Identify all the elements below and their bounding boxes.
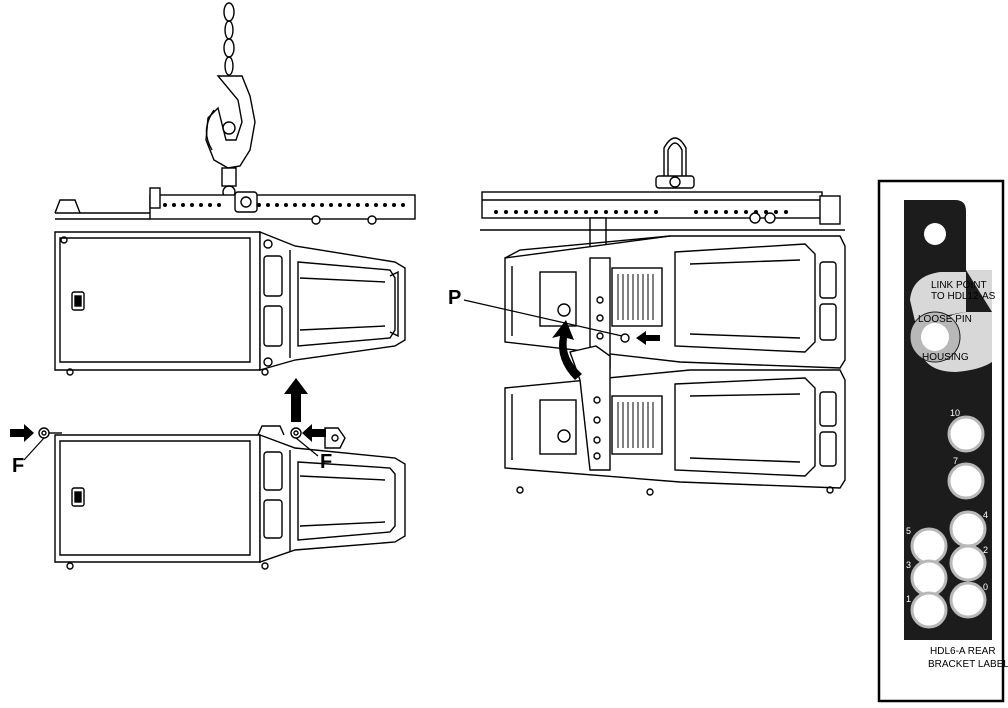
speaker-upper-angled [504,235,846,369]
link-point-line2: TO HDL12-AS [931,291,996,302]
link-point-line1: LINK POINT [931,280,987,291]
hole-2 [949,544,987,582]
hole-label-5: 5 [906,526,911,536]
speaker-lower-angled [504,345,846,496]
hole-label-7: 7 [953,456,958,466]
loose-pin-line2: HOUSING [922,352,969,363]
arrow-left-f-right [302,424,326,442]
rigging-bar-left [54,187,416,225]
hole-label-4: 4 [983,510,988,520]
loose-pin-line1: LOOSE PIN [918,314,972,325]
hole-label-0: 0 [983,582,988,592]
caption-line1: HDL6-A REAR [930,646,996,657]
hole-7 [947,462,985,500]
middle-rigging-assembly [463,137,846,496]
up-arrow [284,378,308,422]
hole-label-2: 2 [983,545,988,555]
hole-label-3: 3 [906,560,911,570]
speaker-cabinet-bottom [38,425,406,570]
arrow-right-f-left [10,424,34,442]
hole-5 [910,527,948,565]
arrow-left-p [636,331,660,345]
hole-0 [949,581,987,619]
leader-p [463,299,623,337]
numbered-holes [910,415,987,629]
rigging-bar-middle [480,191,845,259]
top-hole [924,223,946,245]
hole-3 [910,559,948,597]
label-f-left: F [12,455,24,477]
crane-hook [205,75,256,199]
hole-10 [947,415,985,453]
left-rigging-assembly [10,2,416,570]
label-p: P [448,287,461,309]
label-f-right: F [320,451,332,473]
caption-line2: BRACKET LABEL [928,659,1008,670]
speaker-cabinet-top [54,230,406,376]
hole-1 [910,591,948,629]
rear-bracket-label-panel: LINK POINT TO HDL12-AS LOOSE PIN HOUSING… [877,179,1008,703]
hole-label-1: 1 [906,594,911,604]
hole-label-10: 10 [950,408,960,418]
shackle [655,137,695,189]
leader-f-right [295,437,319,457]
rigging-bar-holes [163,203,405,207]
leader-f-left [23,437,45,461]
curved-arrow-up [552,320,582,380]
hole-4 [949,510,987,548]
lifting-chain [223,2,235,76]
loose-pin-housing-hole [921,323,949,351]
